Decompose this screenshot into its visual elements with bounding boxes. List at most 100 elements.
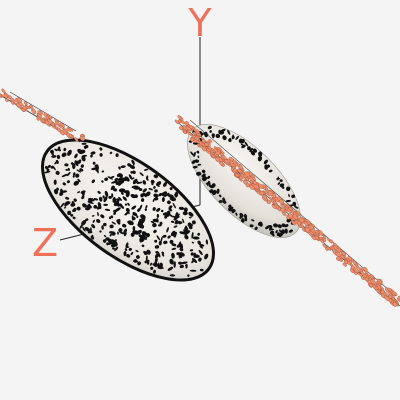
point-marker <box>170 230 176 237</box>
point-marker <box>44 165 49 170</box>
point-marker <box>47 164 51 168</box>
point-marker <box>36 116 41 121</box>
point-marker <box>198 257 202 262</box>
point-marker <box>102 195 105 199</box>
point-marker <box>136 215 139 218</box>
point-marker <box>184 234 189 240</box>
point-marker <box>131 177 135 180</box>
point-marker <box>115 153 119 157</box>
point-marker <box>277 224 282 229</box>
point-marker <box>181 120 186 125</box>
point-marker <box>118 188 126 193</box>
point-marker <box>231 209 236 214</box>
point-marker <box>232 159 237 164</box>
point-marker <box>231 135 235 139</box>
point-marker <box>110 239 115 244</box>
point-marker <box>82 226 86 232</box>
point-marker <box>224 159 230 164</box>
point-marker <box>281 211 287 217</box>
point-marker <box>264 186 269 191</box>
point-marker <box>51 155 57 158</box>
point-marker <box>72 207 77 213</box>
point-marker <box>280 203 285 208</box>
point-marker <box>125 242 129 249</box>
point-marker <box>140 198 145 202</box>
point-marker <box>284 224 289 228</box>
point-marker <box>127 202 130 206</box>
point-marker <box>222 135 227 141</box>
point-marker <box>153 193 159 198</box>
point-marker <box>124 248 128 252</box>
point-marker <box>135 250 139 253</box>
point-marker <box>73 198 77 202</box>
point-marker <box>161 192 168 197</box>
point-marker <box>187 131 193 137</box>
point-marker <box>387 291 393 297</box>
point-marker <box>294 205 299 209</box>
point-marker <box>82 203 87 208</box>
point-marker <box>139 172 144 177</box>
point-marker <box>392 301 398 307</box>
point-marker <box>83 145 87 150</box>
point-marker <box>64 200 70 207</box>
point-marker <box>257 155 263 162</box>
point-marker <box>50 122 55 127</box>
point-marker <box>10 100 15 105</box>
point-marker <box>192 142 198 145</box>
point-marker <box>229 162 236 167</box>
point-marker <box>258 151 263 157</box>
point-marker <box>153 186 156 189</box>
point-marker <box>288 193 290 198</box>
point-marker <box>64 163 69 167</box>
point-marker <box>63 147 67 152</box>
y-axis-label: Y <box>187 1 212 45</box>
point-marker <box>175 219 178 222</box>
point-marker <box>280 207 285 213</box>
point-marker <box>124 211 129 216</box>
point-marker <box>184 232 188 236</box>
point-marker <box>330 245 336 251</box>
point-marker <box>122 223 127 228</box>
point-marker <box>269 230 275 235</box>
point-marker <box>154 257 158 264</box>
point-marker <box>160 236 163 243</box>
point-marker <box>198 249 203 256</box>
point-marker <box>139 218 144 226</box>
point-marker <box>298 217 304 223</box>
point-marker <box>240 217 244 222</box>
point-marker <box>336 256 341 261</box>
point-marker <box>114 246 119 252</box>
point-marker <box>96 218 101 224</box>
point-marker <box>376 284 382 290</box>
point-marker <box>277 176 279 181</box>
point-marker <box>142 192 147 198</box>
point-marker <box>100 214 105 219</box>
point-marker <box>197 240 201 245</box>
left-salmon-chain <box>0 88 85 143</box>
point-marker <box>128 174 133 180</box>
point-marker <box>245 183 250 188</box>
point-marker <box>220 128 226 132</box>
point-marker <box>132 216 136 221</box>
point-marker <box>250 150 256 156</box>
point-marker <box>81 219 87 226</box>
point-marker <box>172 215 177 219</box>
point-marker <box>97 212 99 217</box>
point-marker <box>153 174 159 179</box>
point-marker <box>107 176 114 180</box>
point-marker <box>152 222 157 228</box>
point-marker <box>99 153 103 157</box>
point-marker <box>136 229 142 235</box>
point-marker <box>103 222 107 227</box>
point-marker <box>192 131 197 136</box>
point-marker <box>133 179 137 183</box>
point-marker <box>212 189 217 196</box>
point-marker <box>199 268 204 272</box>
point-marker <box>179 264 184 269</box>
point-marker <box>392 290 398 296</box>
point-marker <box>167 235 171 239</box>
point-marker <box>0 91 2 98</box>
point-marker <box>157 224 162 227</box>
point-marker <box>77 178 81 183</box>
